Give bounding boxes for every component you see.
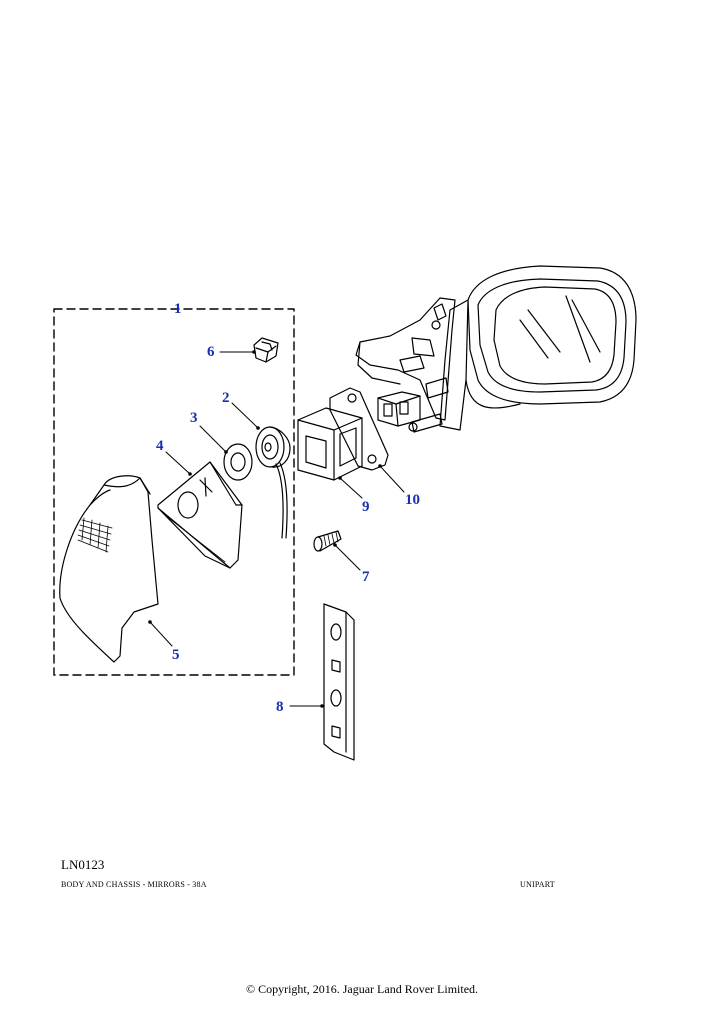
leader-lines (149, 351, 405, 707)
callout-4[interactable]: 4 (156, 438, 164, 454)
mirror-assembly (355, 265, 637, 433)
callout-3[interactable]: 3 (190, 410, 198, 426)
copyright-notice: © Copyright, 2016. Jaguar Land Rover Lim… (245, 982, 479, 996)
reference-code: LN0123 (61, 857, 105, 872)
clip-part (253, 337, 279, 363)
bulb-holder (255, 426, 291, 539)
callout-1[interactable]: 1 (174, 301, 182, 317)
callout-9[interactable]: 9 (362, 499, 370, 515)
screw (313, 530, 342, 552)
lamp-cover (59, 475, 159, 663)
washer (223, 443, 253, 481)
kit-boundary (53, 308, 295, 676)
callout-6[interactable]: 6 (207, 344, 215, 360)
callout-2[interactable]: 2 (222, 390, 230, 406)
housing-block (297, 407, 363, 481)
caption-section: BODY AND CHASSIS - MIRRORS - 38A (61, 880, 207, 889)
callout-5[interactable]: 5 (172, 647, 180, 663)
callout-7[interactable]: 7 (362, 569, 370, 585)
lens-block (157, 461, 243, 569)
mounting-plate (323, 603, 355, 761)
caption-brand: UNIPART (520, 880, 555, 889)
mounting-bracket (329, 387, 389, 471)
callout-10[interactable]: 10 (405, 492, 420, 508)
callout-8[interactable]: 8 (276, 699, 284, 715)
